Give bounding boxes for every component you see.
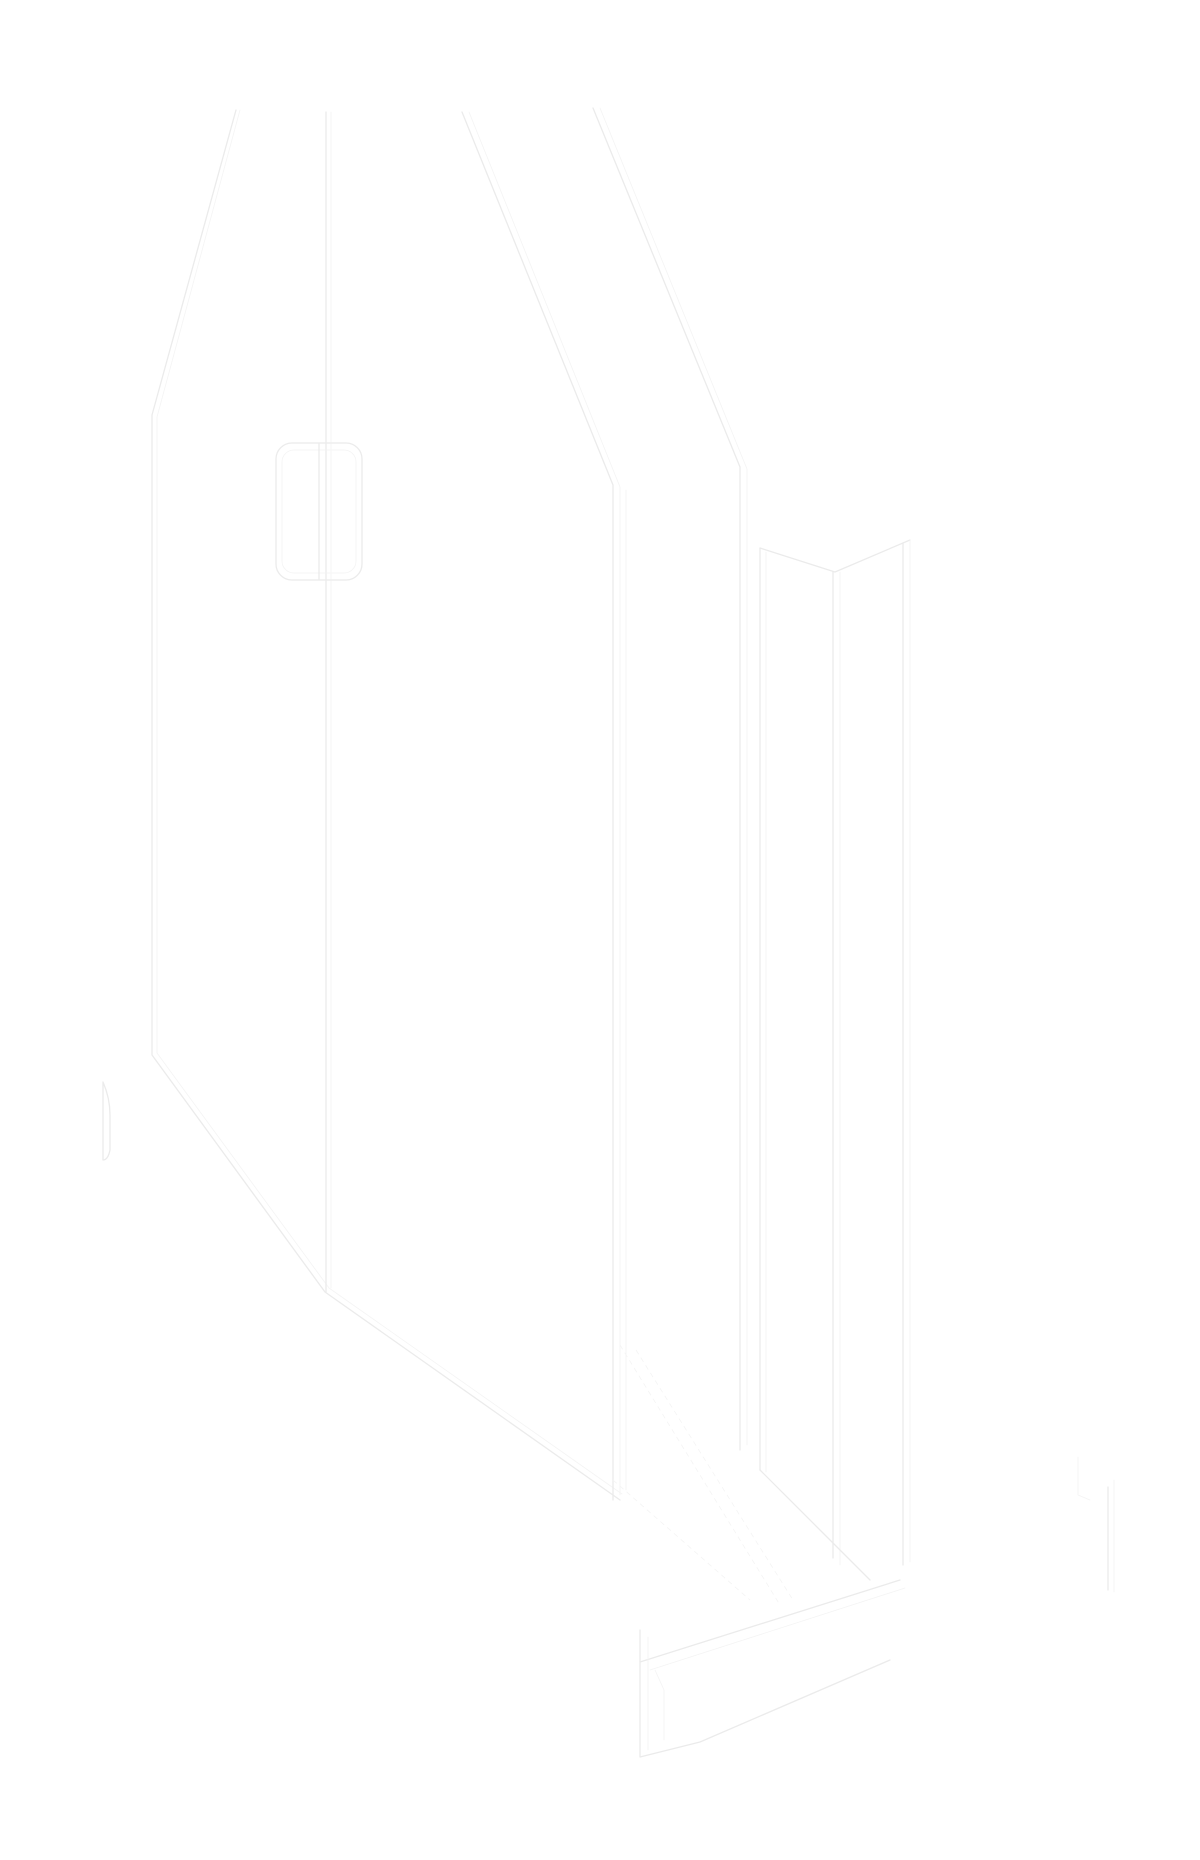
corner-foot [639, 1629, 891, 1758]
end-bracket-right [1077, 1456, 1115, 1593]
front-panel-outline-inner [156, 109, 623, 1495]
front-panel-outline [151, 109, 621, 1501]
end-bracket-right-top [1077, 1456, 1091, 1501]
base-plinth [612, 1344, 906, 1671]
rear-panel-outline-inner [599, 107, 748, 1446]
middle-panel-outline-inner [468, 111, 621, 1496]
rear-panel [592, 107, 748, 1451]
corner-foot-outline [639, 1629, 891, 1758]
corner-foot-bevel [654, 1669, 665, 1741]
base-plinth-hidden-3 [612, 1479, 751, 1601]
base-plinth-hidden-1 [619, 1344, 781, 1606]
middle-panel-outline [461, 111, 614, 1501]
end-bracket-left-outline [102, 1081, 111, 1161]
front-panel [151, 109, 623, 1501]
middle-panel [461, 111, 627, 1501]
end-bracket-left [102, 1081, 111, 1161]
side-profile-bottom [759, 1469, 871, 1581]
door-handle [275, 442, 363, 581]
base-plinth-edge [639, 1579, 901, 1663]
base-plinth-hidden-2 [635, 1349, 794, 1601]
side-profile [759, 539, 911, 1581]
side-profile-top [759, 539, 911, 573]
rear-panel-outline [592, 107, 741, 1451]
base-plinth-edge-inner [649, 1587, 906, 1671]
